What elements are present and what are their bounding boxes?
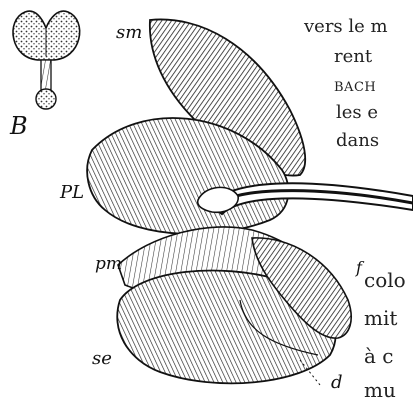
label-pm: pm bbox=[95, 254, 122, 274]
text-line-3: BACH bbox=[334, 80, 376, 95]
inset-bud-drawing bbox=[13, 11, 80, 109]
text-line-5: dans bbox=[336, 130, 379, 151]
text-line-7: mit bbox=[364, 306, 397, 330]
text-line-9: mu bbox=[364, 378, 396, 402]
label-d: d bbox=[331, 372, 343, 393]
text-line-2: rent bbox=[334, 46, 372, 67]
label-sm: sm bbox=[116, 22, 142, 43]
text-line-8: à c bbox=[364, 344, 393, 368]
label-se: se bbox=[92, 348, 112, 369]
label-pl: PL bbox=[60, 182, 84, 203]
label-f: f bbox=[356, 258, 362, 277]
text-line-1: vers le m bbox=[304, 16, 388, 37]
text-line-4: les e bbox=[336, 102, 378, 123]
text-line-6: colo bbox=[364, 268, 406, 292]
label-inset-b: B bbox=[10, 112, 28, 140]
